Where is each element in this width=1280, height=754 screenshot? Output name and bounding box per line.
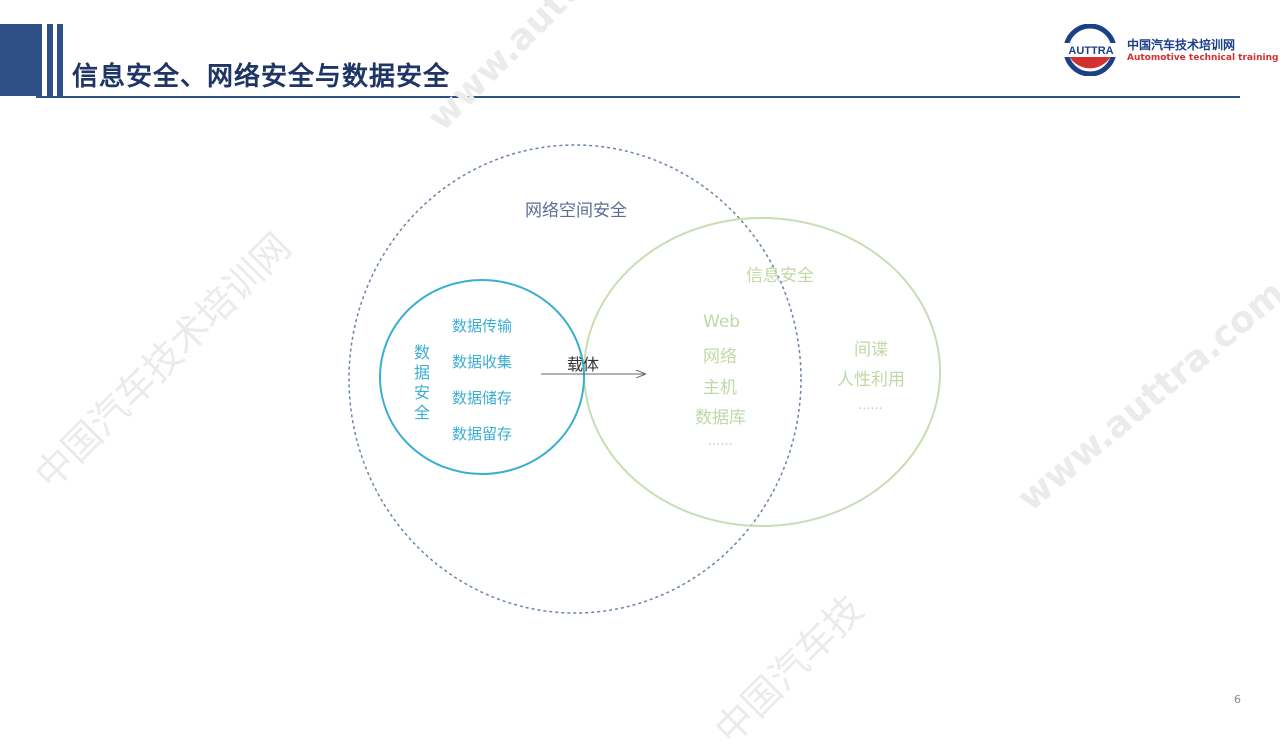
cyberspace-security-circle <box>348 144 802 614</box>
title-underline <box>36 96 1240 98</box>
carrier-item-more: ...... <box>708 434 733 449</box>
logo-name-en: Automotive technical training <box>1127 53 1279 63</box>
page-number: 6 <box>1234 693 1241 706</box>
auttra-logo-mark: AUTTRA <box>1063 23 1119 77</box>
carrier-item-database: 数据库 <box>695 408 746 428</box>
header-accent-bar <box>47 24 53 96</box>
human-item-more: ...... <box>858 398 883 413</box>
data-security-label: 数 据 安 全 <box>414 343 431 422</box>
human-item-social-engineering: 人性利用 <box>837 370 905 390</box>
data-item-storage: 数据储存 <box>452 389 513 407</box>
carrier-item-network: 网络 <box>703 347 737 367</box>
logo-brand-text: AUTTRA <box>1068 45 1113 57</box>
data-item-collection: 数据收集 <box>452 353 513 371</box>
carrier-item-web: Web <box>703 312 741 332</box>
carrier-item-host: 主机 <box>703 378 737 398</box>
data-item-transmission: 数据传输 <box>452 317 513 335</box>
header-accent-bar <box>57 24 63 96</box>
info-security-label: 信息安全 <box>746 266 814 286</box>
data-security-circle <box>379 279 585 475</box>
human-item-espionage: 间谍 <box>854 340 888 360</box>
auttra-logo: AUTTRA 中国汽车技术培训网 Automotive technical tr… <box>1063 23 1278 77</box>
carrier-label: 载体 <box>567 355 600 374</box>
slide-title: 信息安全、网络安全与数据安全 <box>72 62 451 92</box>
logo-name-cn: 中国汽车技术培训网 <box>1127 38 1236 52</box>
header-accent-block <box>0 24 42 96</box>
data-item-retention: 数据留存 <box>452 425 513 443</box>
security-venn-diagram <box>348 144 941 614</box>
cyberspace-security-label: 网络空间安全 <box>525 201 627 221</box>
